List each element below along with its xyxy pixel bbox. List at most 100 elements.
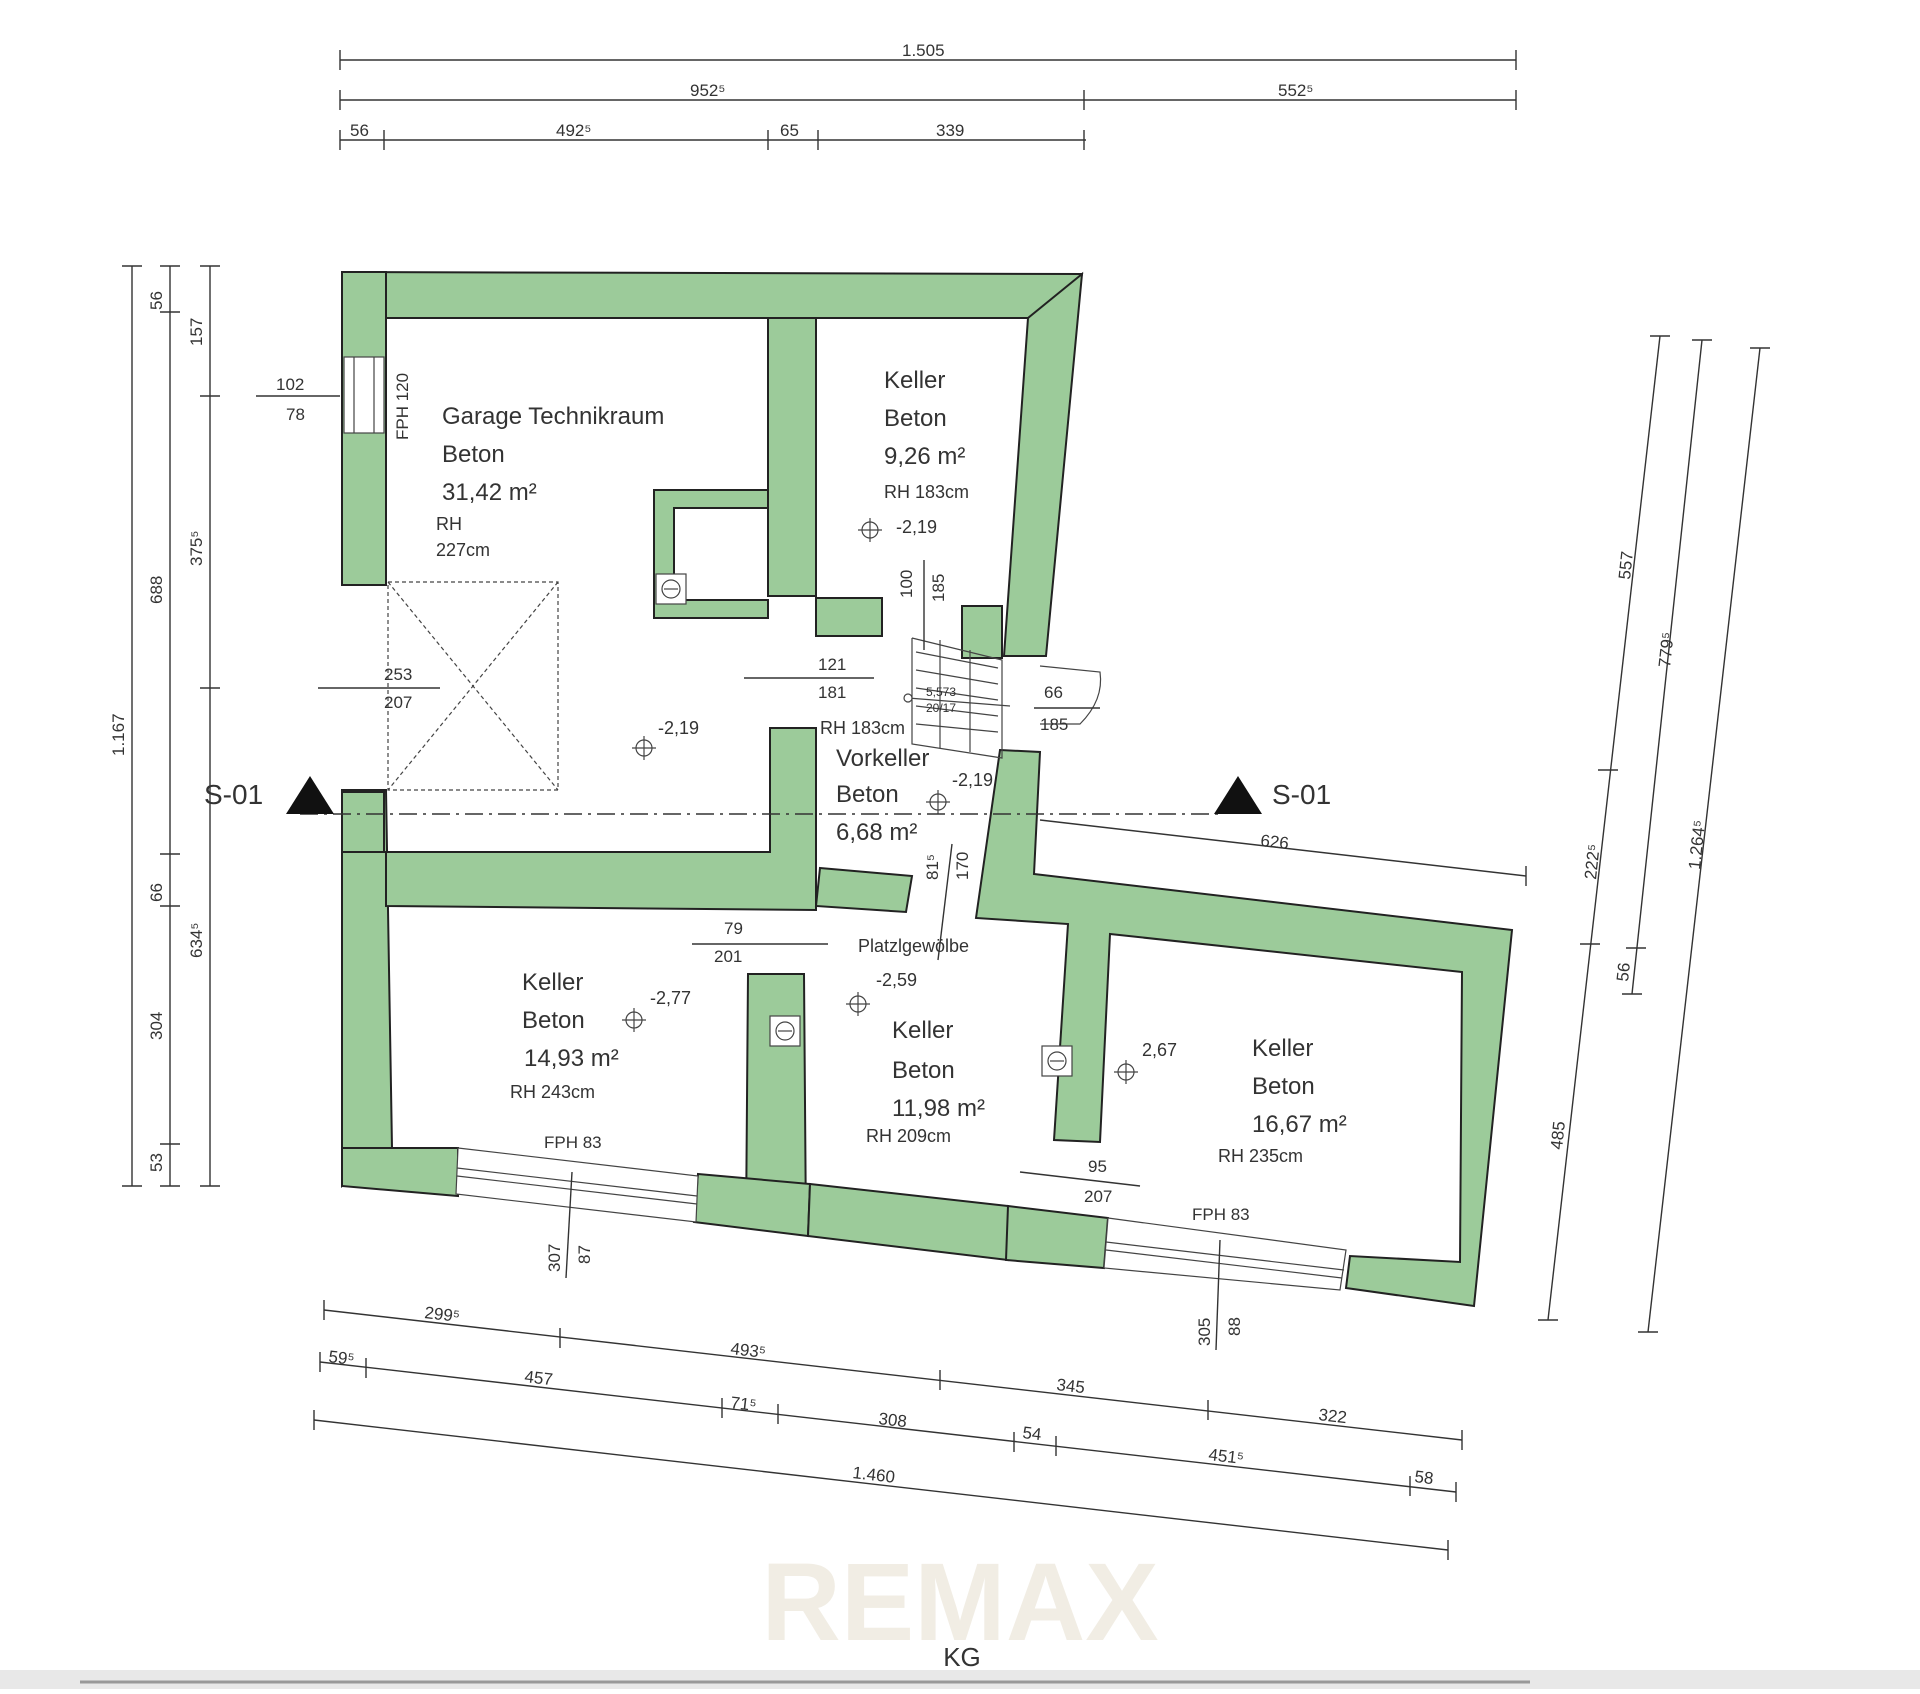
room-keller-right-name: Keller	[1252, 1035, 1313, 1062]
dim-left-3755: 375⁵	[187, 531, 206, 566]
label-door-201: 201	[714, 947, 742, 966]
room-vorkeller: RH 183cm Vorkeller Beton 6,68 m²	[820, 718, 929, 846]
room-keller-left-height: RH 243cm	[510, 1082, 595, 1102]
dim-left-56: 56	[147, 291, 166, 310]
wall-bottom-mid	[806, 1182, 1009, 1262]
room-vorkeller-height: RH 183cm	[820, 718, 905, 738]
room-garage-material: Beton	[442, 441, 505, 468]
floor-label: KG	[943, 1642, 981, 1672]
level-keller-mid: -2,59	[876, 970, 917, 990]
wall-left-gap	[341, 791, 385, 853]
room-keller-right-area: 16,67 m²	[1252, 1111, 1347, 1138]
opening-labels: FPH 120 102 78 253 207 121 181 5,573 20/…	[256, 373, 1250, 1351]
dim-left-6345: 634⁵	[187, 923, 206, 958]
dim-bottom-322: 322	[1318, 1405, 1348, 1427]
dim-left-304: 304	[147, 1012, 166, 1040]
label-door-185b: 185	[1040, 715, 1068, 734]
room-keller-top-area: 9,26 m²	[884, 443, 965, 470]
dim-bottom-2995: 299⁵	[424, 1303, 461, 1326]
label-win-right-88: 88	[1225, 1317, 1244, 1336]
room-keller-left-area: 14,93 m²	[524, 1045, 619, 1072]
section-arrow-left	[286, 776, 334, 814]
dim-right-7795: 779⁵	[1655, 631, 1678, 668]
dim-bottom-308: 308	[878, 1409, 908, 1431]
room-keller-top: Keller Beton 9,26 m² RH 183cm	[884, 367, 969, 502]
watermark: REMAX	[761, 1541, 1158, 1664]
dim-bottom-4515: 451⁵	[1208, 1445, 1245, 1468]
room-keller-mid: Platzlgewölbe Keller Beton 11,98 m² RH 2…	[858, 936, 985, 1146]
dims-left: 1.167 56 688 66 304 53 157 375⁵ 634⁵	[109, 265, 220, 1187]
level-marker-icon	[622, 518, 1138, 1084]
label-door-181: 181	[818, 683, 846, 702]
dims-top: 1.505 952⁵ 552⁵ 56 492⁵ 65 339	[339, 41, 1517, 150]
wall-vorkeller-right	[974, 748, 1514, 1308]
stairs	[903, 637, 1102, 759]
label-door-121: 121	[818, 655, 846, 674]
level-markers: -2,19 -2,19 -2,19 -2,77 -2,59 2,67	[622, 517, 1177, 1084]
wall-bottom-left	[341, 1147, 459, 1198]
dim-bottom-457: 457	[524, 1367, 554, 1389]
room-keller-top-name: Keller	[884, 367, 945, 394]
walls	[341, 270, 1514, 1308]
section-label-left: S-01	[204, 779, 263, 810]
window-fph83-left	[455, 1147, 699, 1223]
room-vorkeller-area: 6,68 m²	[836, 819, 917, 846]
label-door-207: 207	[1084, 1187, 1112, 1206]
dims-bottom: 299⁵ 493⁵ 345 322 59⁵ 457 71⁵ 308 54 451…	[313, 1300, 1463, 1560]
room-keller-mid-name: Keller	[892, 1017, 953, 1044]
dim-top-1505: 1.505	[902, 41, 945, 60]
label-gate-w: 253	[384, 665, 412, 684]
label-v-815: 81⁵	[923, 854, 942, 880]
wall-top	[341, 270, 1084, 319]
room-vorkeller-name: Vorkeller	[836, 745, 929, 772]
label-door-66: 66	[1044, 683, 1063, 702]
boiler-icon-3	[1041, 1045, 1073, 1077]
label-win-left-87: 87	[575, 1245, 594, 1264]
garage-gate	[387, 581, 559, 791]
wall-bottom-mid-right	[1004, 1204, 1110, 1270]
wall-right-upper	[1002, 271, 1084, 657]
dim-top-65: 65	[780, 121, 799, 140]
room-garage: Garage Technikraum Beton 31,42 m² RH 227…	[436, 403, 664, 560]
window-fph120	[343, 356, 385, 434]
label-win-top-h: 78	[286, 405, 305, 424]
label-win-right-305: 305	[1195, 1318, 1214, 1346]
dim-bottom-595: 59⁵	[328, 1347, 356, 1369]
dim-right-626: 626	[1260, 831, 1290, 853]
window-fph83-right	[1103, 1217, 1347, 1291]
room-keller-left: Keller Beton 14,93 m² RH 243cm	[510, 969, 619, 1102]
label-v-100: 100	[897, 570, 916, 598]
room-vorkeller-material: Beton	[836, 781, 899, 808]
label-win-top-w: 102	[276, 375, 304, 394]
label-fph83-left: FPH 83	[544, 1133, 602, 1152]
dim-bottom-715: 71⁵	[730, 1393, 758, 1415]
label-door-79: 79	[724, 919, 743, 938]
label-fph120: FPH 120	[393, 373, 412, 440]
windows	[343, 356, 1347, 1291]
dim-right-12645: 1.264⁵	[1685, 819, 1709, 870]
room-keller-right-material: Beton	[1252, 1073, 1315, 1100]
level-keller-left: -2,77	[650, 988, 691, 1008]
dim-bottom-54: 54	[1022, 1423, 1043, 1444]
label-door-95: 95	[1088, 1157, 1107, 1176]
wall-bottom-mid-left	[692, 1172, 812, 1238]
label-stairs-sub: 20/17	[926, 701, 956, 715]
room-keller-right-height: RH 235cm	[1218, 1146, 1303, 1166]
room-garage-area: 31,42 m²	[442, 479, 537, 506]
dim-right-2225: 222⁵	[1581, 843, 1604, 880]
dim-bottom-58: 58	[1414, 1467, 1435, 1488]
dim-bottom-1460: 1.460	[852, 1463, 896, 1487]
dim-bottom-4935: 493⁵	[730, 1339, 767, 1362]
label-v-170: 170	[953, 852, 972, 880]
room-keller-left-name: Keller	[522, 969, 583, 996]
dim-left-1167: 1.167	[109, 713, 128, 756]
dim-left-53: 53	[147, 1153, 166, 1172]
dim-top-4925: 492⁵	[556, 121, 591, 140]
label-stairs: 5,573	[926, 685, 956, 699]
room-keller-mid-height: RH 209cm	[866, 1126, 951, 1146]
label-gate-h: 207	[384, 693, 412, 712]
room-garage-name: Garage Technikraum	[442, 403, 664, 430]
label-v-185: 185	[929, 574, 948, 602]
dims-right: 557 222⁵ 485 779⁵ 56 1.264⁵ 626	[1039, 335, 1770, 1333]
room-keller-mid-material: Beton	[892, 1057, 955, 1084]
